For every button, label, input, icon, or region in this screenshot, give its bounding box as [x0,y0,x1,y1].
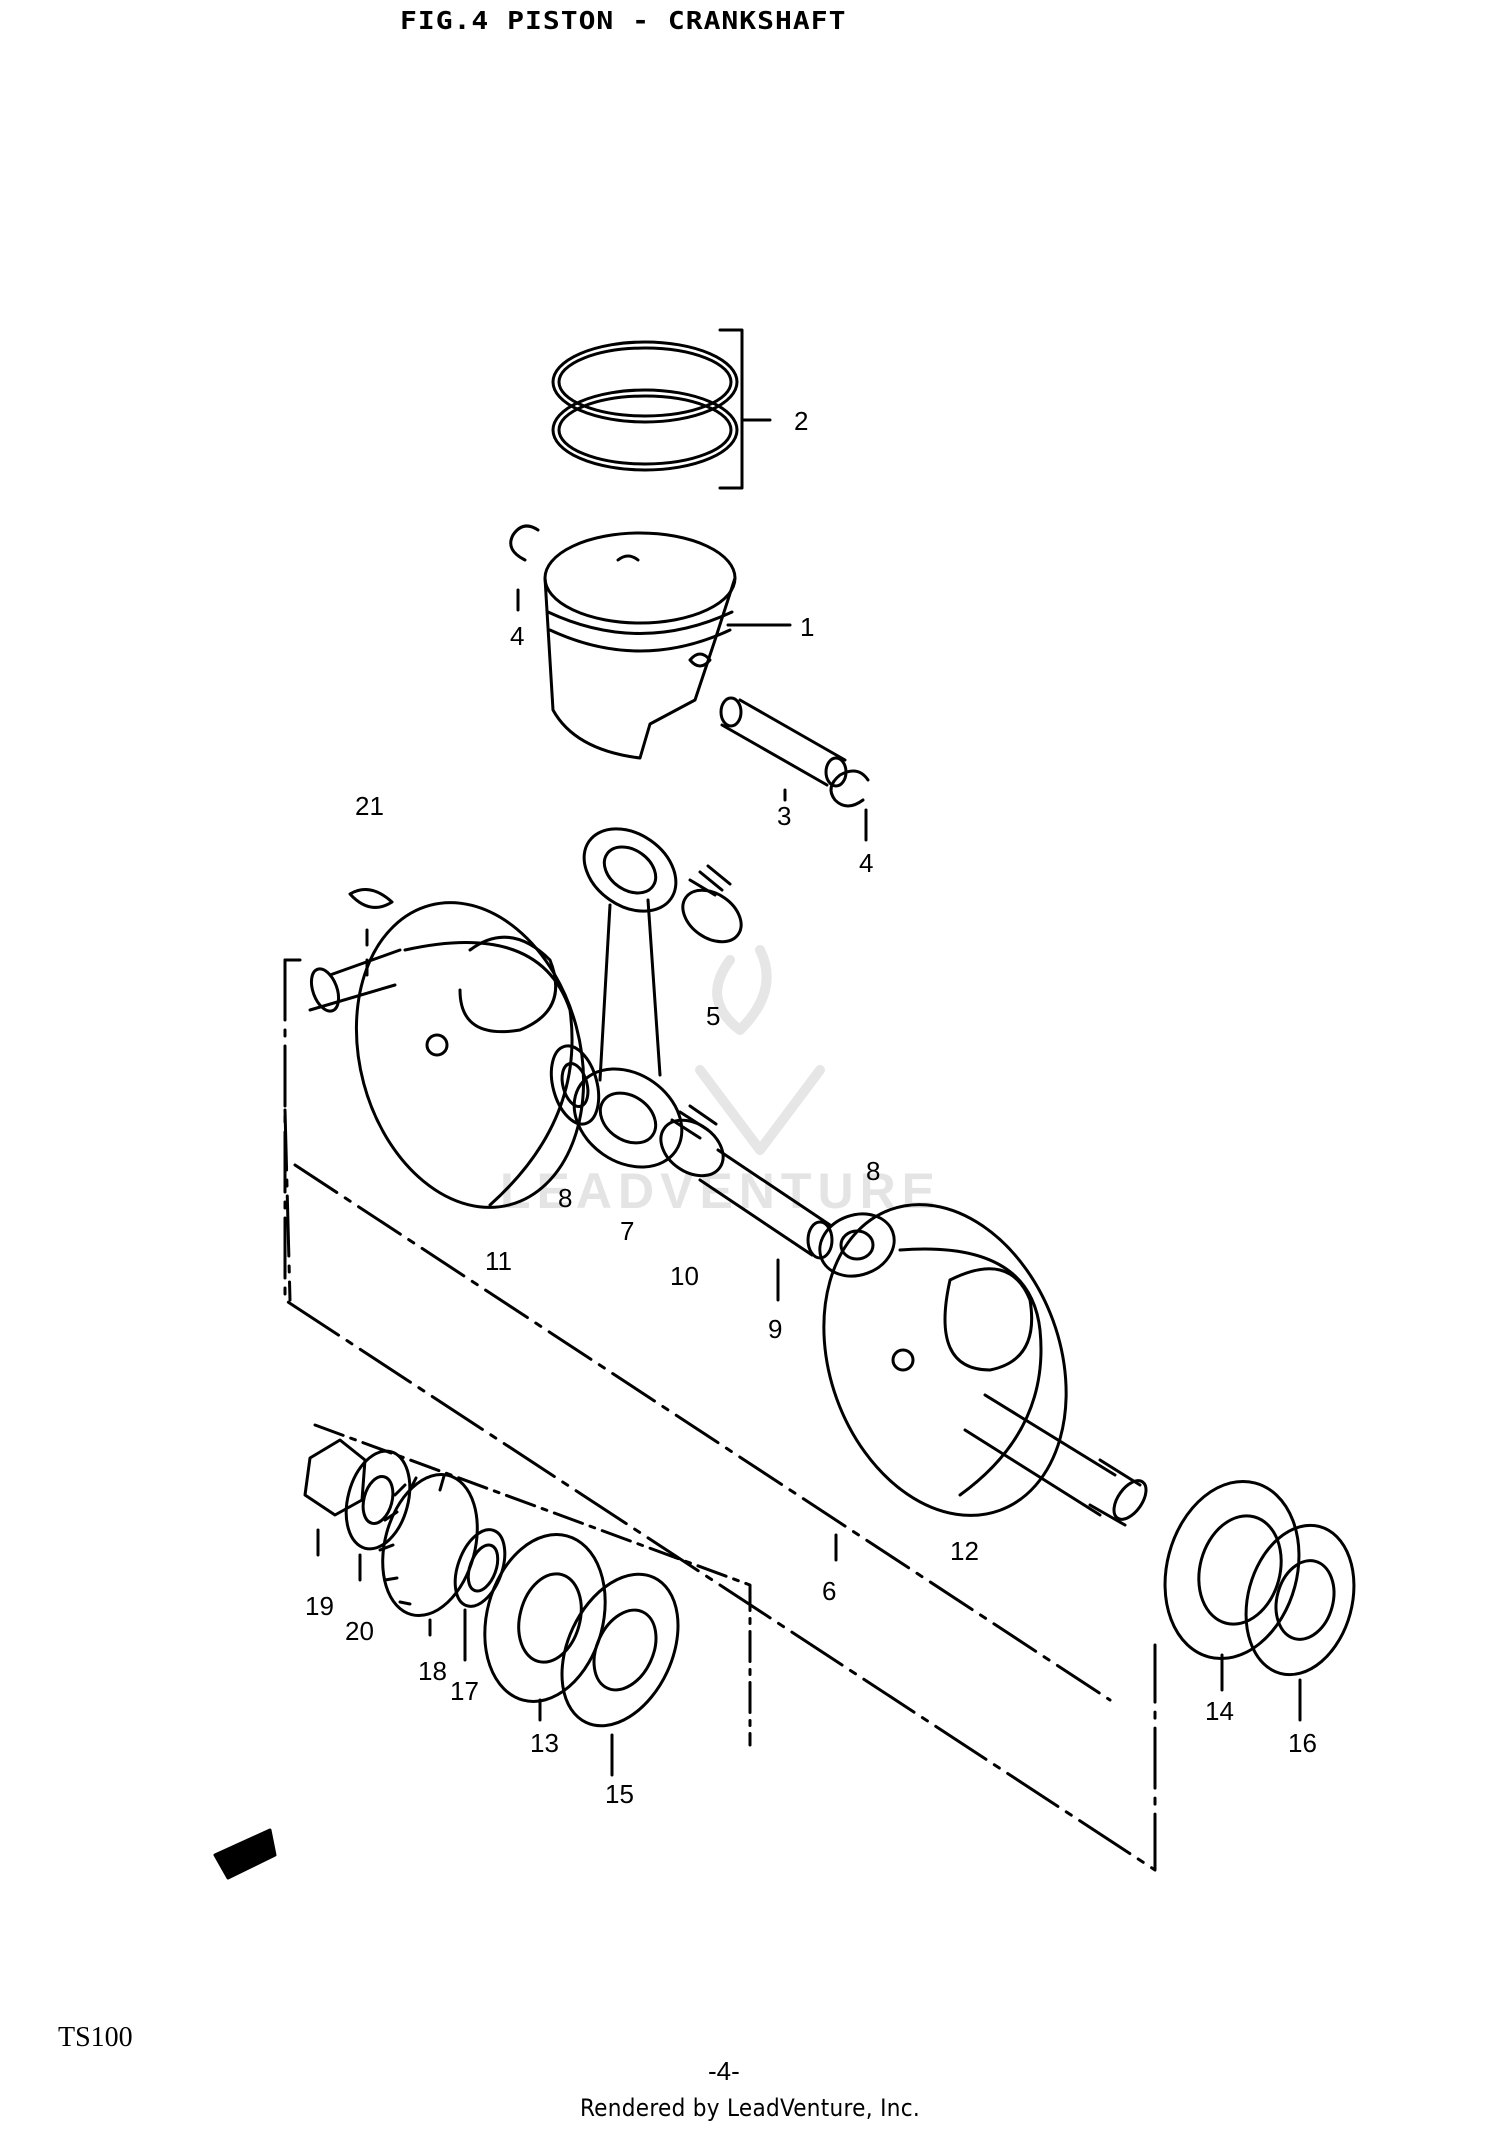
nut [303,1438,367,1557]
callout-8a: 8 [558,1183,572,1213]
piston [543,531,792,760]
callout-14: 14 [1205,1696,1234,1726]
piston-pin [719,696,848,802]
lock-washer [344,1449,412,1582]
callout-8b: 8 [866,1156,880,1186]
watermark-logo [695,945,825,1155]
callout-3: 3 [777,801,791,831]
left-oil-seal [560,1572,680,1777]
assy-guide-line [293,1163,1112,1702]
callout-19: 19 [305,1591,334,1621]
credit-line: Rendered by LeadVenture, Inc. [579,2094,921,2122]
crank-pin [698,1148,834,1302]
callout-13: 13 [530,1728,559,1758]
primary-drive-gear [378,1472,479,1637]
right-crank-web [822,1203,1148,1527]
callout-1: 1 [800,612,814,642]
front-direction-arrow [213,1828,277,1880]
callout-12: 12 [950,1536,979,1566]
callout-11: 11 [485,1246,512,1276]
callout-2: 2 [794,406,808,436]
callout-6: 6 [822,1576,836,1606]
callout-4b: 4 [859,848,873,878]
callout-labels: 1 2 3 4 4 5 6 7 8 8 9 10 11 12 13 14 15 … [305,406,1317,1809]
crankshaft-assy-bracket [283,958,1157,1872]
piston-rings [551,328,772,490]
thrust-washer-left [549,1044,601,1126]
callout-15: 15 [605,1779,634,1809]
left-bearing [483,1533,607,1722]
callout-21: 21 [355,791,384,821]
left-crank-web [308,901,586,1209]
callout-4a: 4 [510,621,524,651]
callout-18: 18 [418,1656,447,1686]
spacer [453,1528,507,1662]
right-bearing [1163,1479,1301,1692]
callout-7: 7 [620,1216,634,1246]
gear-group-bracket [313,1423,752,1747]
callout-16: 16 [1288,1728,1317,1758]
woodruff-key [348,888,394,977]
figure-title: FIG.4 PISTON - CRANKSHAFT [400,5,847,36]
piston-pin-clips [509,524,870,842]
connecting-rod [572,827,684,1169]
callout-20: 20 [345,1616,374,1646]
model-code: TS100 [58,2022,133,2053]
page-number: -4- [708,2056,740,2086]
needle-bearing-big-end [659,1104,725,1178]
right-oil-seal [1244,1523,1356,1722]
callout-9: 9 [768,1314,782,1344]
callout-17: 17 [450,1676,479,1706]
callout-5: 5 [706,1001,720,1031]
needle-bearing-small-end [681,864,743,944]
callout-10: 10 [670,1261,699,1291]
